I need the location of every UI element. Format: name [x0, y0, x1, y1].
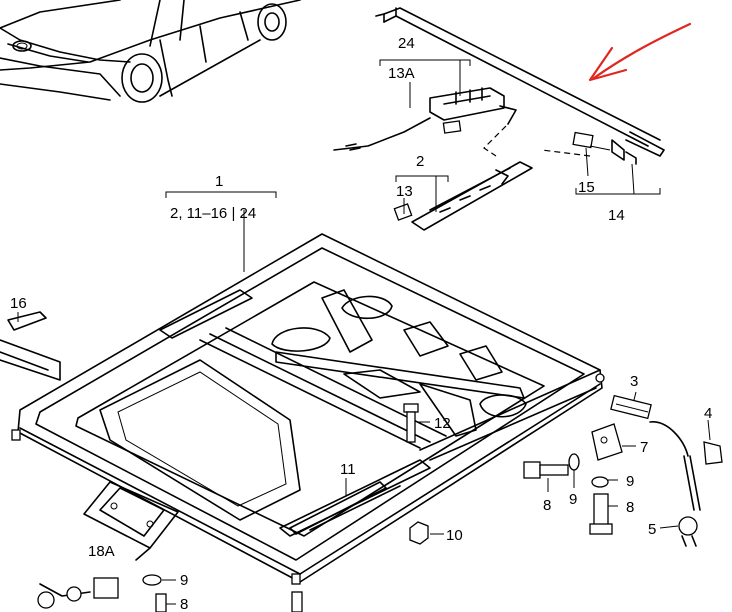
callout-1: 1	[215, 173, 223, 190]
mounting-bracket	[83, 481, 179, 561]
part-8-bolt-left	[523, 461, 569, 479]
callout-15: 15	[578, 179, 595, 196]
callout-8-bottom: 8	[180, 596, 188, 612]
callout-11: 11	[340, 461, 356, 478]
callout-24: 24	[398, 35, 415, 52]
car-thumbnail	[0, 0, 301, 103]
part-8-bolt-right	[589, 493, 613, 535]
red-arrow-icon	[588, 22, 692, 82]
callout-1-subparts: 2, 11–16 | 24	[170, 205, 256, 222]
cable-drive-assembly	[333, 87, 591, 157]
part-18a-connector	[37, 577, 119, 609]
callout-8-left: 8	[543, 497, 551, 514]
leader-lines	[17, 59, 711, 605]
part-3-bushing	[610, 394, 652, 420]
part-bolt-bottom-center	[291, 591, 303, 612]
slider-assembly	[393, 161, 533, 231]
callout-14: 14	[608, 207, 625, 224]
part-4-clip	[703, 441, 723, 465]
callout-9-bottom: 9	[180, 572, 188, 589]
callout-13: 13	[396, 183, 413, 200]
callout-2: 2	[416, 153, 424, 170]
callout-13a: 13A	[388, 65, 415, 82]
part-8-bolt-bottom	[155, 593, 167, 612]
callout-18a: 18A	[88, 543, 115, 560]
callout-12: 12	[434, 415, 451, 432]
part-11-rail	[289, 481, 387, 535]
frame-panel-cutouts	[271, 289, 527, 437]
callout-5: 5	[648, 521, 656, 538]
callout-3: 3	[630, 373, 638, 390]
part-5-cable-end	[649, 421, 701, 547]
guide-rail-assembly	[375, 7, 665, 165]
callout-10: 10	[446, 527, 463, 544]
part-12-screw	[403, 403, 419, 443]
part-7-bracket	[591, 423, 623, 461]
callout-labels: 24 13A 1 2, 11–16 | 24 2 13 15 14 16 3 4…	[10, 35, 712, 612]
part-9-washer-right	[591, 476, 609, 488]
part-9-washer-left	[568, 453, 580, 471]
callout-16: 16	[10, 295, 27, 312]
callout-7: 7	[640, 439, 648, 456]
part-10-nut	[409, 521, 429, 545]
callout-9-right: 9	[626, 473, 634, 490]
callout-8-right: 8	[626, 499, 634, 516]
callout-4: 4	[704, 405, 712, 422]
callout-9-left: 9	[569, 491, 577, 508]
part-9-washer-bottom	[142, 574, 162, 586]
